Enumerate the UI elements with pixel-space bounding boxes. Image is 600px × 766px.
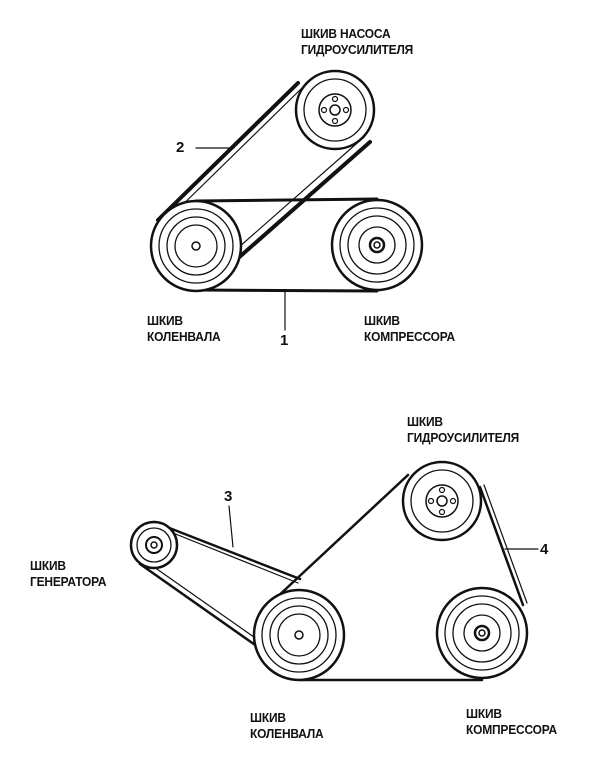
label-line: ГИДРОУСИЛИТЕЛЯ	[407, 430, 520, 445]
belt-1	[194, 197, 379, 293]
label-line: ГИДРОУСИЛИТЕЛЯ	[301, 42, 414, 57]
belt-2	[156, 81, 372, 262]
compressor-pulley-top	[330, 198, 424, 292]
label-compressor-bottom: ШКИВ КОМПРЕССОРА	[466, 706, 557, 738]
label-line: КОМПРЕССОРА	[466, 722, 557, 737]
label-line: ШКИВ	[407, 414, 443, 429]
crankshaft-pulley-top	[149, 199, 243, 293]
compressor-pulley-bottom	[435, 586, 529, 680]
label-line: ШКИВ	[466, 706, 502, 721]
label-line: КОЛЕНВАЛА	[147, 329, 221, 344]
power-steering-pump-pulley-top	[294, 69, 376, 151]
label-line: ШКИВ	[250, 710, 286, 725]
generator-pulley	[129, 520, 179, 570]
label-crankshaft-bottom: ШКИВ КОЛЕНВАЛА	[250, 710, 324, 742]
label-compressor-top: ШКИВ КОМПРЕССОРА	[364, 313, 455, 345]
power-steering-pulley-bottom	[401, 460, 483, 542]
leader-line-3	[228, 505, 234, 548]
belt-3	[138, 520, 302, 649]
label-line: ШКИВ	[147, 313, 183, 328]
crankshaft-pulley-bottom	[252, 588, 346, 682]
belt-number-1: 1	[280, 332, 289, 349]
belt-number-3: 3	[224, 488, 233, 505]
label-power-steering-bottom: ШКИВ ГИДРОУСИЛИТЕЛЯ	[407, 414, 519, 446]
label-line: ШКИВ	[30, 558, 66, 573]
belt-number-4: 4	[540, 541, 549, 558]
label-crankshaft-top: ШКИВ КОЛЕНВАЛА	[147, 313, 221, 345]
label-generator: ШКИВ ГЕНЕРАТОРА	[30, 558, 107, 590]
label-line: ГЕНЕРАТОРА	[30, 574, 107, 589]
label-line: КОЛЕНВАЛА	[250, 726, 324, 741]
label-power-steering-pump-top: ШКИВ НАСОСА ГИДРОУСИЛИТЕЛЯ	[301, 26, 413, 58]
belt-number-2: 2	[176, 139, 185, 156]
label-line: КОМПРЕССОРА	[364, 329, 455, 344]
label-line: ШКИВ НАСОСА	[301, 26, 391, 41]
label-line: ШКИВ	[364, 313, 400, 328]
